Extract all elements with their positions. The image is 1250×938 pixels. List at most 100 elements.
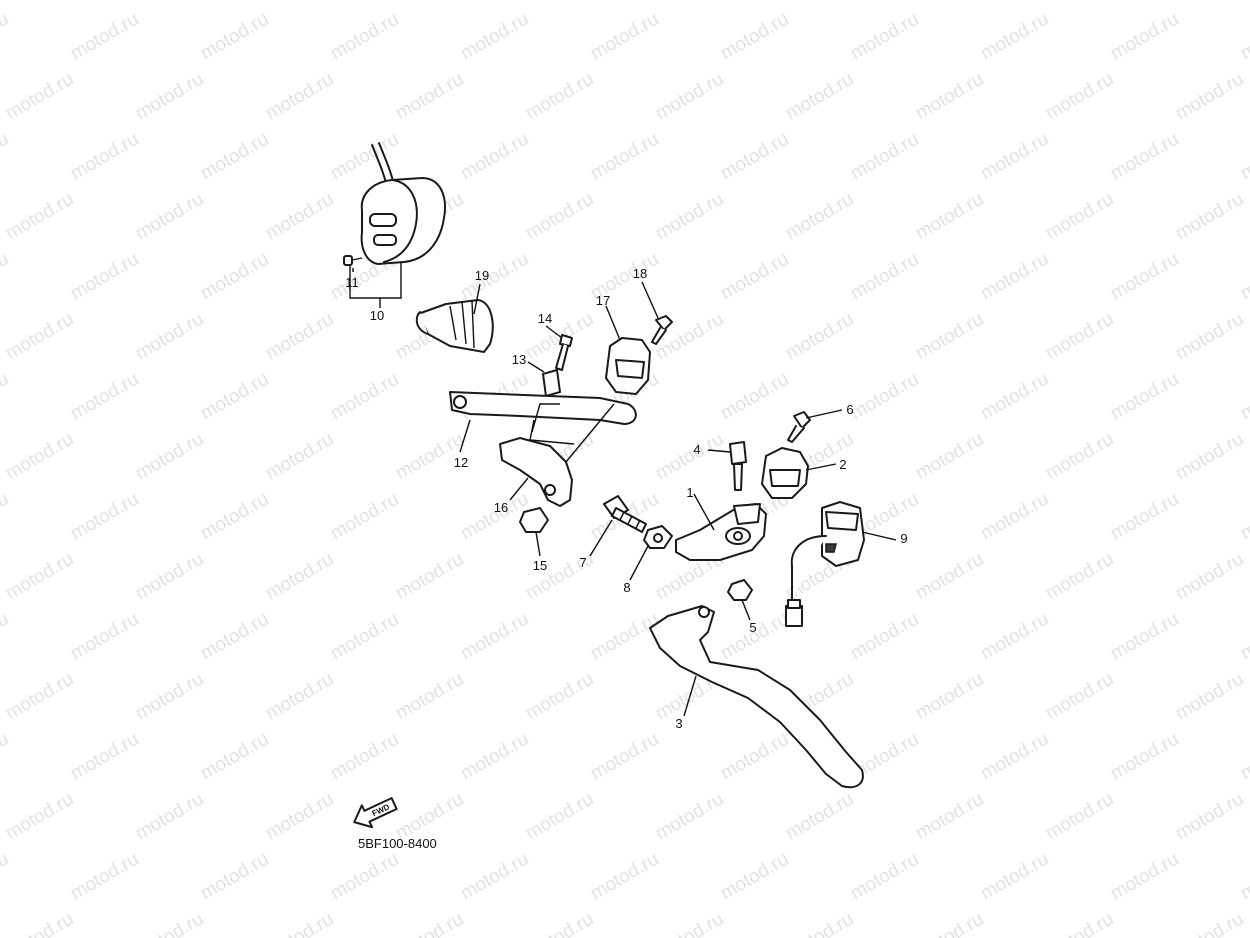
watermark-text: motod.ru [392, 69, 467, 125]
clutch-lever [649, 605, 864, 789]
watermark-text: motod.ru [1237, 369, 1250, 425]
watermark-text: motod.ru [782, 189, 857, 245]
watermark-text: motod.ru [1107, 249, 1182, 305]
watermark-text: motod.ru [262, 309, 337, 365]
handlebar-switch [360, 142, 446, 265]
watermark-text: motod.ru [652, 909, 727, 938]
watermark-text: motod.ru [522, 69, 597, 125]
pivot-bolt [729, 441, 747, 491]
watermark-text: motod.ru [717, 609, 792, 665]
watermark-text: motod.ru [782, 789, 857, 845]
watermark-text: motod.ru [912, 669, 987, 725]
leader-lines [349, 262, 897, 717]
watermark-text: motod.ru [912, 0, 987, 4]
watermark-text: motod.ru [1107, 609, 1182, 665]
lever-bolt [555, 334, 573, 371]
watermark-text: motod.ru [782, 69, 857, 125]
watermark-text: motod.ru [652, 69, 727, 125]
watermark-text: motod.ru [1172, 309, 1247, 365]
lever-arm [449, 391, 637, 425]
watermark-text: motod.ru [522, 909, 597, 938]
callout-8: 8 [623, 580, 630, 595]
watermark-text: motod.ru [1042, 69, 1117, 125]
watermark-text: motod.ru [1042, 0, 1117, 4]
watermark-text: motod.ru [912, 549, 987, 605]
watermark-text: motod.ru [522, 0, 597, 4]
watermark-text: motod.ru [977, 369, 1052, 425]
watermark-text: motod.ru [457, 249, 532, 305]
watermark-text: motod.ru [2, 189, 77, 245]
watermark-text: motod.ru [2, 69, 77, 125]
watermark-text: motod.ru [2, 0, 77, 4]
watermark-text: motod.ru [457, 729, 532, 785]
watermark-text: motod.ru [2, 789, 77, 845]
watermark-text: motod.ru [1237, 849, 1250, 905]
watermark-text: motod.ru [2, 669, 77, 725]
callout-18: 18 [633, 266, 647, 281]
callout-9: 9 [900, 531, 907, 546]
watermark-text: motod.ru [717, 9, 792, 65]
watermark-text: motod.ru [717, 129, 792, 185]
watermark-text: motod.ru [262, 0, 337, 4]
watermark-text: motod.ru [587, 129, 662, 185]
holder-bolt-lower [787, 411, 811, 443]
watermark-text: motod.ru [0, 489, 12, 545]
watermark-text: motod.ru [1237, 489, 1250, 545]
watermark-text: motod.ru [1237, 9, 1250, 65]
watermark-text: motod.ru [1042, 189, 1117, 245]
collar [542, 369, 561, 397]
watermark-text: motod.ru [67, 849, 142, 905]
callout-12: 12 [454, 455, 468, 470]
watermark-text: motod.ru [912, 429, 987, 485]
watermark-text: motod.ru [912, 909, 987, 938]
watermark-text: motod.ru [652, 789, 727, 845]
callout-2: 2 [839, 457, 846, 472]
watermark-text: motod.ru [0, 9, 12, 65]
callout-7: 7 [579, 555, 586, 570]
watermark-text: motod.ru [457, 609, 532, 665]
callout-6: 6 [846, 402, 853, 417]
watermark-text: motod.ru [132, 0, 207, 4]
lever-bracket [499, 437, 573, 507]
watermark-text: motod.ru [262, 69, 337, 125]
watermark-text: motod.ru [327, 729, 402, 785]
diagram-code: 5BF100-8400 [358, 836, 437, 851]
watermark-text: motod.ru [262, 789, 337, 845]
lever-holder [675, 503, 767, 561]
watermark-text: motod.ru [782, 909, 857, 938]
watermark-text: motod.ru [392, 909, 467, 938]
watermark-text: motod.ru [197, 9, 272, 65]
upper-holder [605, 337, 651, 395]
watermark-text: motod.ru [1237, 129, 1250, 185]
watermark-text: motod.ru [1107, 849, 1182, 905]
watermark-text: motod.ru [782, 309, 857, 365]
watermark-text: motod.ru [67, 729, 142, 785]
watermark-text: motod.ru [717, 369, 792, 425]
callout-labels: 1 2 3 4 5 6 7 8 9 10 11 12 13 14 15 16 1… [345, 266, 907, 731]
watermark-text: motod.ru [1042, 789, 1117, 845]
watermark-text: motod.ru [652, 0, 727, 4]
watermark-text: motod.ru [847, 129, 922, 185]
watermark-text: motod.ru [262, 549, 337, 605]
watermark-text: motod.ru [262, 669, 337, 725]
callout-14: 14 [538, 311, 552, 326]
watermark-text: motod.ru [1042, 429, 1117, 485]
adjuster-locknut [643, 525, 673, 549]
watermark-text: motod.ru [587, 9, 662, 65]
watermark-text: motod.ru [847, 849, 922, 905]
watermark-text: motod.ru [912, 189, 987, 245]
watermark-text: motod.ru [1107, 729, 1182, 785]
watermark-text: motod.ru [132, 909, 207, 938]
watermark-text: motod.ru [652, 429, 727, 485]
callout-19: 19 [475, 268, 489, 283]
watermark-text: motod.ru [132, 69, 207, 125]
watermark-text: motod.ru [327, 849, 402, 905]
watermark-text: motod.ru [977, 9, 1052, 65]
watermark-text: motod.ru [132, 429, 207, 485]
callout-10: 10 [370, 308, 384, 323]
watermark-text: motod.ru [0, 729, 12, 785]
watermark-text: motod.ru [1042, 309, 1117, 365]
watermark-text: motod.ru [197, 249, 272, 305]
